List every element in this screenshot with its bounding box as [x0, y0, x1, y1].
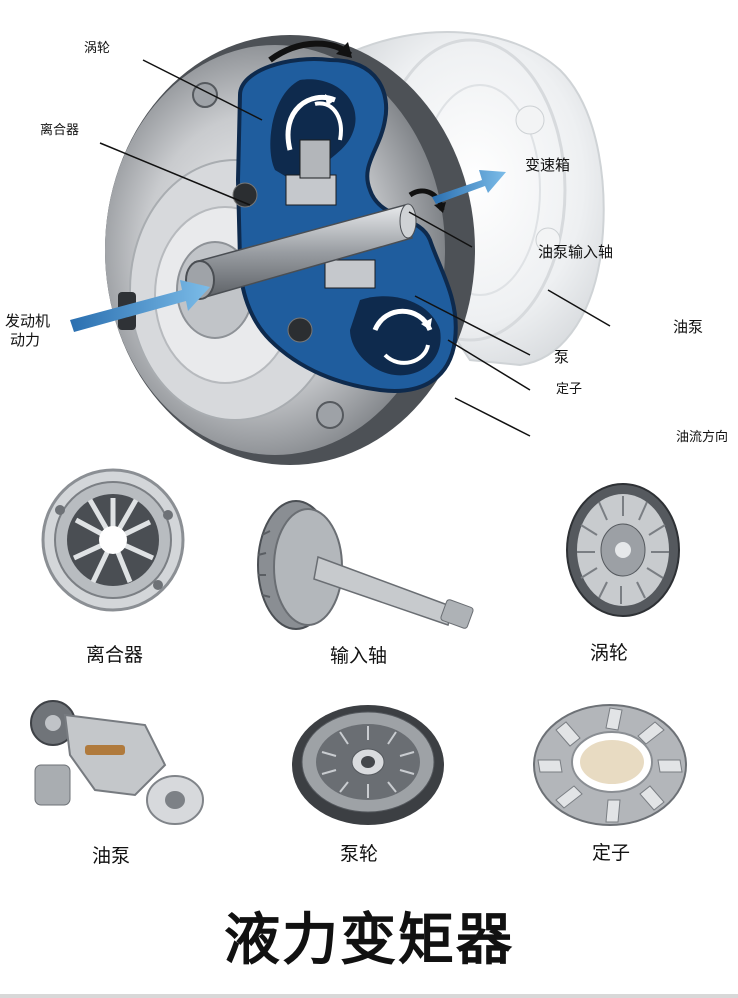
part-pump-wheel-image — [292, 705, 444, 825]
leader-lines — [99, 59, 611, 437]
engine-power-arrow — [70, 280, 210, 332]
label-engine-power-2: 动力 — [10, 331, 41, 349]
gearbox-output-arrow — [432, 170, 506, 204]
caption-clutch: 离合器 — [86, 644, 144, 666]
caption-stator: 定子 — [592, 842, 631, 864]
divider — [0, 994, 738, 998]
part-stator-image — [533, 704, 687, 826]
caption-turbine: 涡轮 — [590, 642, 629, 664]
label-stator: 定子 — [556, 382, 583, 397]
caption-input-shaft: 输入轴 — [330, 645, 388, 667]
input-shaft-cutaway — [185, 203, 417, 300]
part-clutch-image — [41, 468, 185, 612]
caption-oil-pump: 油泵 — [92, 845, 131, 867]
caption-pump-wheel: 泵轮 — [340, 843, 379, 865]
label-turbine: 涡轮 — [84, 41, 111, 56]
label-oil-pump: 油泵 — [673, 318, 704, 336]
label-engine-power-1: 发动机 — [5, 312, 51, 330]
torque-converter-cutaway — [70, 31, 611, 465]
label-oil-flow-direction: 油流方向 — [676, 430, 729, 445]
part-turbine-image — [566, 483, 680, 617]
label-gearbox: 变速箱 — [525, 156, 571, 174]
part-oil-pump-image — [30, 700, 204, 825]
label-clutch: 离合器 — [40, 123, 80, 138]
page-title: 液力变矩器 — [224, 908, 514, 973]
part-input-shaft-image — [257, 500, 474, 630]
label-pump-input-shaft: 油泵输入轴 — [538, 243, 614, 261]
label-pump: 泵 — [554, 348, 570, 366]
